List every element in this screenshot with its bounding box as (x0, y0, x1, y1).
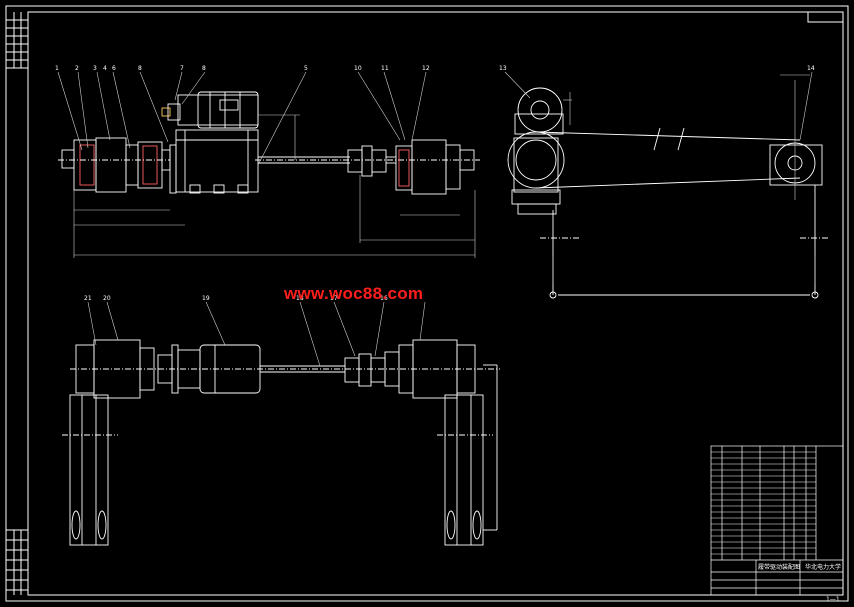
bottom-left-strip (6, 529, 28, 595)
front-view (57, 71, 480, 258)
part-label: 12 (422, 65, 430, 72)
top-right-strip (807, 11, 844, 23)
part-label: 7 (180, 65, 184, 72)
part-label: 20 (103, 295, 111, 302)
outer-border (5, 5, 849, 602)
part-label: 5 (304, 65, 308, 72)
part-label: 19 (202, 295, 210, 302)
drawing-title: 履带驱动装配图 (758, 563, 800, 571)
company-name: 华北电力大学 (805, 563, 841, 571)
part-label: 6 (112, 65, 116, 72)
top-left-strip (6, 12, 28, 69)
part-label: 4 (103, 65, 107, 72)
part-label: 21 (84, 295, 92, 302)
part-label: 1 (55, 65, 59, 72)
title-block-bottom (711, 559, 843, 595)
part-label: 11 (381, 65, 389, 72)
part-label: 16 (380, 295, 388, 302)
part-label: 3 (93, 65, 97, 72)
top-view (62, 301, 500, 546)
part-label: 10 (354, 65, 362, 72)
part-number-labels: 1 2 3 4 6 8 7 8 5 10 11 12 13 14 21 20 1… (55, 65, 815, 302)
title-block (710, 445, 844, 596)
part-label: 8 (202, 65, 206, 72)
part-label: 2 (75, 65, 79, 72)
part-label: 18 (296, 295, 304, 302)
side-view (504, 71, 830, 299)
part-label: 13 (499, 65, 507, 72)
sheet-number: 1—1 (826, 596, 840, 603)
watermark: www.woc88.com (284, 284, 424, 303)
part-label: 17 (330, 295, 338, 302)
inner-border (27, 11, 844, 596)
title-block-rows (711, 451, 816, 555)
part-label: 14 (807, 65, 815, 72)
part-label: 8 (138, 65, 142, 72)
